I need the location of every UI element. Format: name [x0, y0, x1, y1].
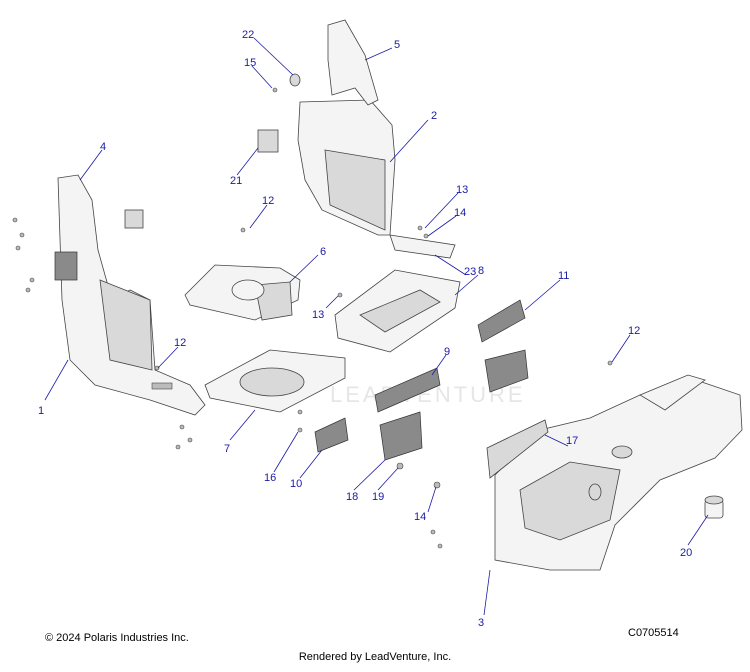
callout-18: 18: [346, 491, 358, 503]
callout-14-a: 14: [454, 207, 466, 219]
part-bracket: [184, 264, 301, 321]
callout-21: 21: [230, 175, 242, 187]
callout-2: 2: [431, 110, 437, 122]
callout-11: 11: [558, 270, 569, 282]
callout-20: 20: [680, 547, 692, 559]
callout-8: 8: [478, 265, 484, 277]
callout-5: 5: [394, 39, 400, 51]
callout-12-b: 12: [174, 337, 186, 349]
callout-19: 19: [372, 491, 384, 503]
part-center-console: [297, 99, 456, 259]
part-upper-trim: [327, 19, 379, 106]
copyright-text: © 2024 Polaris Industries Inc.: [45, 632, 189, 644]
callout-labels: 1 2 3 4 5 6 7 8 9 10 11 12 12 12 13 13 1…: [38, 29, 692, 629]
part-floor-plate: [204, 349, 346, 413]
part-gasket-lower: [124, 209, 144, 229]
callout-7: 7: [224, 443, 230, 455]
part-grille-door: [484, 349, 529, 393]
part-cap: [704, 495, 724, 519]
callout-13-b: 13: [312, 309, 324, 321]
part-gasket: [257, 129, 279, 153]
rendered-by-text: Rendered by LeadVenture, Inc.: [298, 651, 452, 663]
part-center-plate: [334, 269, 461, 353]
leader-lines: [44, 37, 709, 616]
part-flat-panel: [486, 419, 549, 479]
part-rear-floor-tub: [494, 374, 743, 571]
callout-3: 3: [478, 617, 484, 629]
part-grille-upper: [477, 299, 526, 343]
callout-12-a: 12: [262, 195, 274, 207]
callout-23: 23: [464, 266, 476, 278]
callout-17: 17: [566, 435, 578, 447]
callout-6: 6: [320, 246, 326, 258]
callout-1: 1: [38, 405, 44, 417]
callout-4: 4: [100, 141, 106, 153]
callout-22: 22: [242, 29, 254, 41]
callout-14-b: 14: [414, 511, 426, 523]
part-grille-lower: [379, 411, 423, 461]
part-grille-center: [374, 367, 441, 413]
callout-12-c: 12: [628, 325, 640, 337]
callout-13-a: 13: [456, 184, 468, 196]
callout-16: 16: [264, 472, 276, 484]
hardware-fasteners: [12, 87, 613, 549]
callout-10: 10: [290, 478, 302, 490]
part-grille-small: [314, 417, 349, 453]
diagram-code: C0705514: [628, 627, 679, 639]
part-left-side-panel: [54, 174, 206, 416]
callout-9: 9: [444, 346, 450, 358]
part-clip: [289, 73, 301, 87]
callout-15: 15: [244, 57, 256, 69]
